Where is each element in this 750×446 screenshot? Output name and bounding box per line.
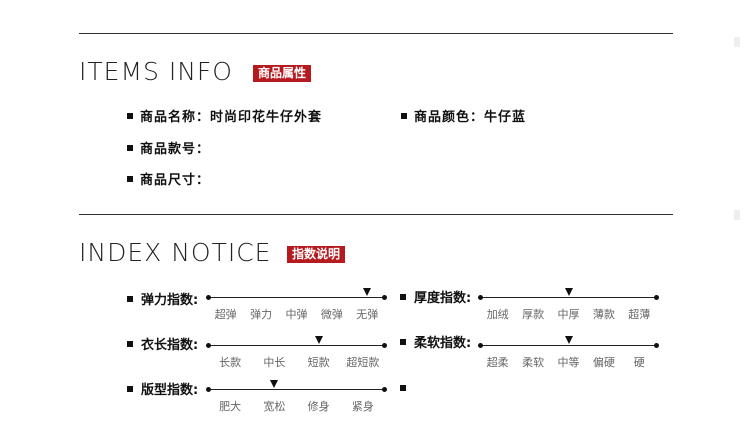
selected-marker-icon bbox=[270, 380, 279, 388]
scale-option-label: 加绒 bbox=[486, 308, 509, 321]
selected-marker-icon bbox=[363, 288, 372, 296]
index-notice-title: INDEX NOTICE bbox=[79, 238, 272, 267]
scale-start-dot bbox=[206, 343, 211, 348]
index-scale-length: 长款 中长 短款 超短款 bbox=[206, 336, 387, 369]
bullet-icon bbox=[127, 296, 133, 302]
scale-option-label: 偏硬 bbox=[592, 356, 615, 369]
scale-option-label: 紧身 bbox=[351, 400, 374, 413]
scale-option-label: 超薄 bbox=[628, 308, 651, 321]
scale-start-dot bbox=[206, 295, 211, 300]
attr-style-number: 商品款号： bbox=[127, 138, 210, 157]
index-scale-elasticity: 超弹弹力中弹微弹无弹 bbox=[206, 288, 387, 321]
scale-end-dot bbox=[654, 295, 659, 300]
scale-option-label: 肥大 bbox=[219, 400, 242, 413]
index-label-thickness: 厚度指数: bbox=[400, 287, 471, 306]
divider-middle bbox=[79, 214, 673, 215]
bullet-icon bbox=[127, 341, 133, 347]
scale-option-label: 柔软 bbox=[522, 356, 545, 369]
scale-option-label: 中长 bbox=[263, 356, 286, 369]
empty-bullet-icon bbox=[400, 385, 406, 391]
scale-start-dot bbox=[206, 387, 211, 392]
bullet-icon bbox=[400, 294, 406, 300]
scale-start-dot bbox=[478, 295, 483, 300]
index-notice-badge: 指数说明 bbox=[287, 246, 346, 263]
bullet-icon bbox=[400, 339, 406, 345]
scale-option-label: 中等 bbox=[557, 356, 580, 369]
edge-mark-top bbox=[734, 37, 740, 47]
scale-option-label: 宽松 bbox=[263, 400, 286, 413]
scale-line bbox=[480, 297, 657, 298]
bullet-icon bbox=[127, 386, 133, 392]
scale-line bbox=[208, 297, 385, 298]
index-scale-softness: 超柔柔软中等偏硬 硬 bbox=[478, 336, 659, 369]
divider-top bbox=[79, 33, 673, 34]
scale-line bbox=[208, 345, 385, 346]
bullet-icon bbox=[401, 113, 407, 119]
scale-option-label: 短款 bbox=[307, 356, 330, 369]
scale-option-label: 弹力 bbox=[250, 308, 273, 321]
index-label-softness: 柔软指数: bbox=[400, 332, 471, 351]
items-info-badge: 商品属性 bbox=[253, 65, 312, 82]
scale-option-label: 超弹 bbox=[214, 308, 237, 321]
scale-end-dot bbox=[382, 387, 387, 392]
scale-option-label: 厚款 bbox=[522, 308, 545, 321]
scale-option-label: 硬 bbox=[633, 356, 645, 369]
scale-end-dot bbox=[382, 295, 387, 300]
items-info-title: ITEMS INFO bbox=[79, 57, 233, 86]
scale-option-label: 微弹 bbox=[320, 308, 343, 321]
scale-option-label: 中弹 bbox=[285, 308, 308, 321]
scale-option-label: 超短款 bbox=[346, 356, 380, 369]
scale-end-dot bbox=[654, 343, 659, 348]
scale-end-dot bbox=[382, 343, 387, 348]
bullet-icon bbox=[127, 113, 133, 119]
edge-mark-bottom bbox=[734, 210, 740, 220]
scale-option-label: 无弹 bbox=[356, 308, 379, 321]
scale-line bbox=[480, 345, 657, 346]
attr-color: 商品颜色：牛仔蓝 bbox=[401, 106, 526, 125]
index-scale-fit: 肥大 宽松 修身 紧身 bbox=[206, 380, 387, 413]
attr-name: 商品名称：时尚印花牛仔外套 bbox=[127, 106, 322, 125]
scale-option-label: 修身 bbox=[307, 400, 330, 413]
scale-start-dot bbox=[478, 343, 483, 348]
index-scale-thickness: 加绒厚款中厚薄款超薄 bbox=[478, 288, 659, 321]
attr-size: 商品尺寸： bbox=[127, 169, 210, 188]
scale-option-label: 长款 bbox=[219, 356, 242, 369]
index-label-fit: 版型指数: bbox=[127, 379, 198, 398]
bullet-icon bbox=[127, 176, 133, 182]
selected-marker-icon bbox=[564, 336, 573, 344]
index-label-length: 衣长指数: bbox=[127, 334, 198, 353]
scale-option-label: 中厚 bbox=[557, 308, 580, 321]
index-label-elasticity: 弹力指数: bbox=[127, 289, 198, 308]
scale-option-label: 超柔 bbox=[486, 356, 509, 369]
scale-line bbox=[208, 389, 385, 390]
bullet-icon bbox=[127, 145, 133, 151]
selected-marker-icon bbox=[564, 288, 573, 296]
selected-marker-icon bbox=[314, 336, 323, 344]
scale-option-label: 薄款 bbox=[592, 308, 615, 321]
